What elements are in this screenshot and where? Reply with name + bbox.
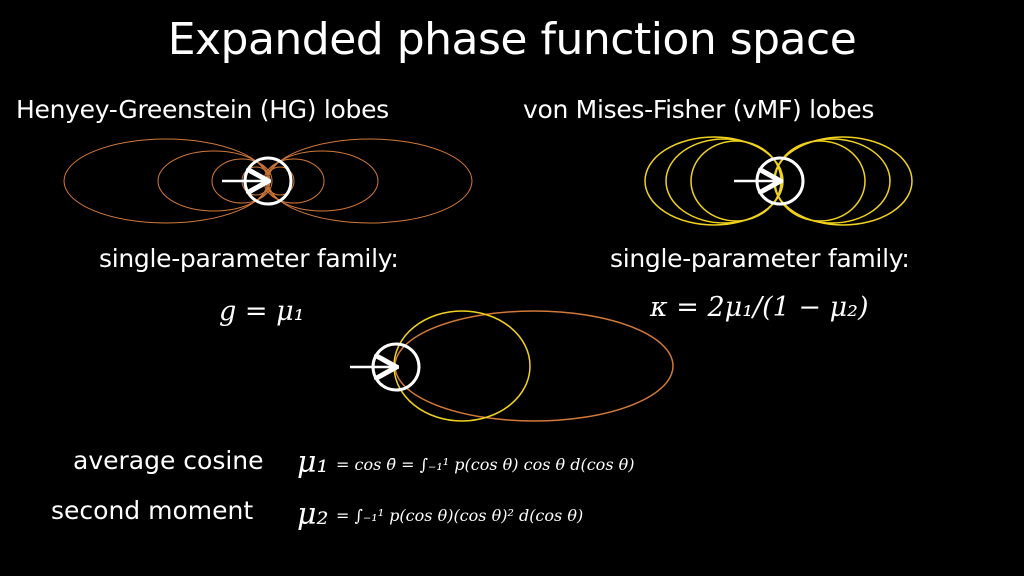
hg-heading: Henyey-Greenstein (HG) lobes — [16, 95, 389, 124]
vmf-lobe-back-large — [644, 136, 784, 226]
average-cosine-formula: = cos θ̄ = ∫₋₁¹ p(cos θ) cos θ d(cos θ) — [336, 455, 635, 474]
hg-family-label: single-parameter family: — [99, 244, 399, 273]
second-moment-label: second moment — [51, 496, 254, 525]
second-moment-formula: = ∫₋₁¹ p(cos θ)(cos θ)² d(cos θ) — [336, 506, 584, 525]
vmf-lobe-forward-small — [774, 140, 866, 222]
combined-lobe-orange — [394, 310, 674, 422]
average-cosine-label: average cosine — [73, 446, 264, 475]
slide-title: Expanded phase function space — [167, 14, 857, 65]
vmf-lobe-forward-medium — [773, 138, 891, 224]
hg-param-formula: g = μ₁ — [219, 296, 305, 327]
vmf-family-label: single-parameter family: — [610, 244, 910, 273]
vmf-heading: von Mises-Fisher (vMF) lobes — [523, 95, 875, 124]
combined-lobe-yellow — [393, 310, 531, 422]
vmf-lobes — [644, 136, 913, 226]
hg-lobes — [63, 138, 473, 224]
hg-lobe-forward-large — [267, 138, 473, 224]
combined-lobes — [393, 310, 674, 422]
mu2-symbol: μ₂ — [297, 497, 329, 532]
vmf-param-formula: κ = 2μ₁/(1 − μ₂) — [650, 292, 869, 323]
hg-lobe-back-small — [211, 158, 273, 204]
vmf-lobe-forward-large — [773, 136, 913, 226]
mu1-symbol: μ₁ — [297, 445, 329, 480]
